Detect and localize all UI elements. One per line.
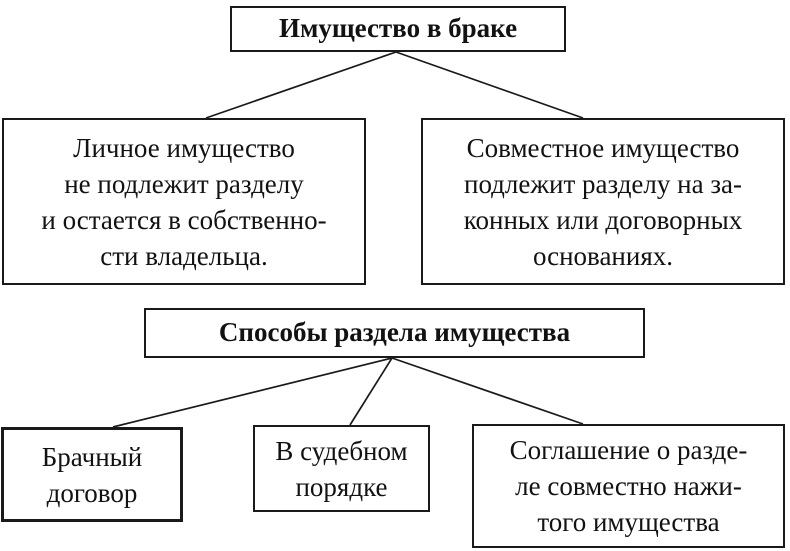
node-property-in-marriage: Имущество в браке bbox=[230, 6, 566, 52]
node-division-methods: Способы раздела имущества bbox=[144, 308, 645, 358]
edge-methods-contract bbox=[112, 357, 393, 428]
edge-methods-agreement bbox=[391, 357, 584, 425]
node-judicial-procedure: В судебном порядке bbox=[253, 425, 430, 512]
edge-methods-court bbox=[349, 357, 393, 426]
node-joint-property: Совместное имущество подлежит разделу на… bbox=[421, 118, 785, 285]
node-division-agreement: Соглашение о разде- ле совместно нажи- т… bbox=[472, 424, 785, 548]
node-marriage-contract: Брачный договор bbox=[1, 427, 183, 522]
node-personal-property: Личное имущество не подлежит разделу и о… bbox=[2, 118, 366, 285]
edge-root-personal bbox=[205, 51, 397, 119]
edge-root-joint bbox=[395, 51, 584, 119]
